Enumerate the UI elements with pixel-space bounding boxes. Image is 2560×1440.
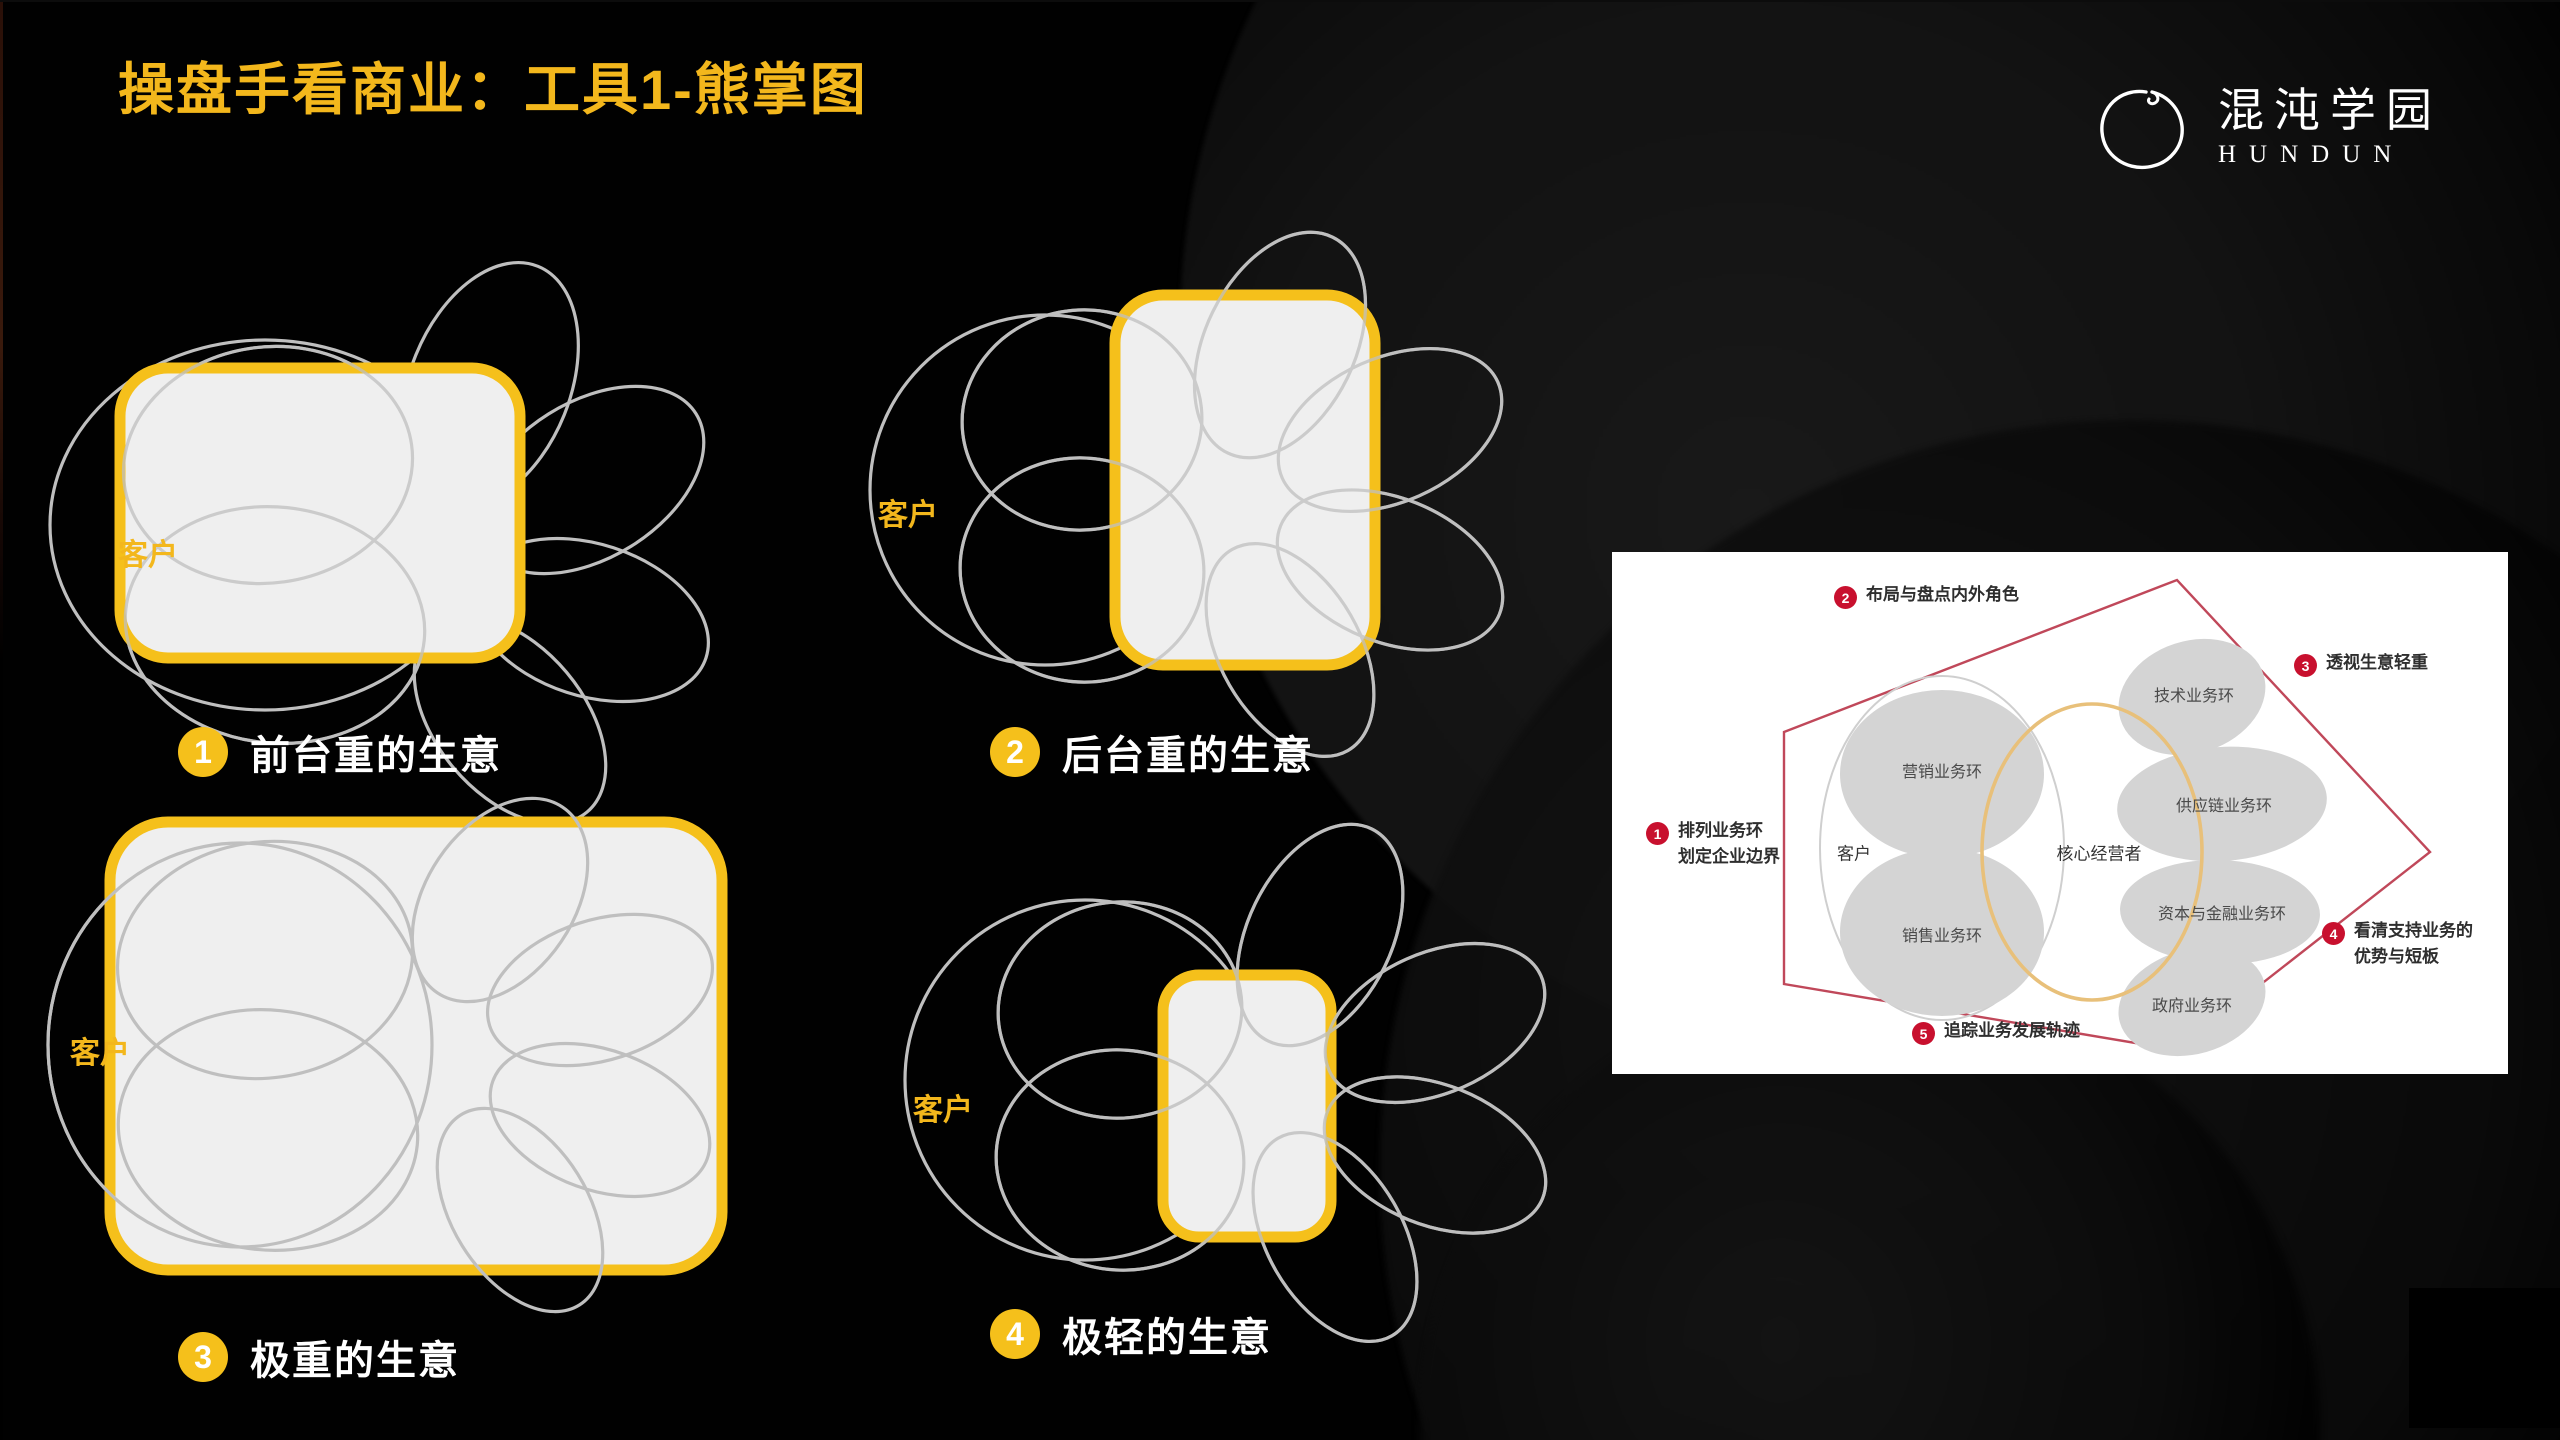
panel-note-4-line-1: 看清支持业务的 (2354, 921, 2473, 940)
panel-note-2: 2 布局与盘点内外角色 (1834, 584, 2019, 609)
ring-label-government: 政府业务环 (2151, 998, 2233, 1015)
reference-panel[interactable]: 营销业务环 销售业务环 技术业务环 供应链业务环 资本与金融业务环 政府业务环 … (1612, 552, 2508, 1074)
badge-number-3: 3 (178, 1332, 228, 1382)
ring-label-technology: 技术业务环 (2153, 688, 2235, 705)
slide-left-edge (0, 0, 3, 1440)
paw-diagram-1[interactable]: 客户 (10, 250, 810, 826)
caption-3: 3 极重的生意 (178, 1328, 460, 1386)
panel-note-1-line-2: 划定企业边界 (1678, 847, 1780, 867)
caption-4: 4 极轻的生意 (990, 1305, 1272, 1363)
customer-label-4: 客户 (913, 1094, 973, 1127)
page-title: 操盘手看商业：工具1-熊掌图 (118, 58, 868, 121)
panel-note-number-2: 2 (1834, 586, 1857, 609)
panel-customer-label: 客户 (1837, 844, 1871, 864)
badge-number-4: 4 (990, 1309, 1040, 1359)
caption-text-2: 后台重的生意 (1062, 734, 1314, 778)
panel-note-number-1: 1 (1646, 822, 1669, 845)
paw-diagram-3[interactable]: 客户 (10, 790, 810, 1314)
panel-note-5-line-1: 追踪业务发展轨迹 (1944, 1021, 2080, 1040)
panel-note-2-line-1: 布局与盘点内外角色 (1866, 585, 2019, 604)
panel-note-number-3: 3 (2294, 654, 2317, 677)
customer-label-3: 客户 (70, 1037, 130, 1070)
caption-text-4: 极轻的生意 (1062, 1316, 1272, 1360)
caption-1: 1 前台重的生意 (178, 723, 502, 781)
ring-label-supply-chain: 供应链业务环 (2175, 798, 2273, 815)
panel-core-operator-label: 核心经营者 (2056, 844, 2142, 864)
badge-number-1: 1 (178, 727, 228, 777)
panel-note-number-4: 4 (2322, 922, 2345, 945)
customer-label-2: 客户 (878, 499, 938, 532)
paw-diagram-4[interactable]: 客户 (855, 822, 1635, 1344)
panel-note-3-line-1: 透视生意轻重 (2326, 653, 2428, 672)
caption-2: 2 后台重的生意 (990, 723, 1314, 781)
logo-chinese-name: 混沌学园 (2218, 84, 2442, 136)
panel-graphics (1782, 578, 2432, 1057)
hand-drawn-circle-icon (2100, 89, 2184, 170)
logo-english-name: HUNDUN (2218, 141, 2405, 169)
paw-diagram-2[interactable]: 客户 (820, 230, 1600, 758)
brand-logo: 混沌学园 HUNDUN (2092, 78, 2442, 178)
background-corner-rect (2409, 1288, 2560, 1428)
panel-note-number-5: 5 (1912, 1022, 1935, 1045)
caption-text-1: 前台重的生意 (250, 734, 502, 778)
customer-label-1: 客户 (118, 539, 178, 572)
ring-label-capital-finance: 资本与金融业务环 (2157, 906, 2287, 923)
badge-number-2: 2 (990, 727, 1040, 777)
ring-label-marketing: 营销业务环 (1901, 764, 1983, 781)
panel-note-1-line-1: 排列业务环 (1678, 821, 1763, 840)
panel-note-5: 5 追踪业务发展轨迹 (1912, 1020, 2080, 1045)
slide-top-edge (0, 0, 2560, 2)
panel-note-4-line-2: 优势与短板 (2354, 947, 2439, 967)
panel-note-1: 1 排列业务环 划定企业边界 (1646, 820, 1780, 868)
ring-label-sales: 销售业务环 (1901, 928, 1983, 945)
panel-note-3: 3 透视生意轻重 (2294, 652, 2428, 677)
caption-text-3: 极重的生意 (250, 1339, 460, 1383)
panel-note-4: 4 看清支持业务的 优势与短板 (2322, 920, 2473, 968)
